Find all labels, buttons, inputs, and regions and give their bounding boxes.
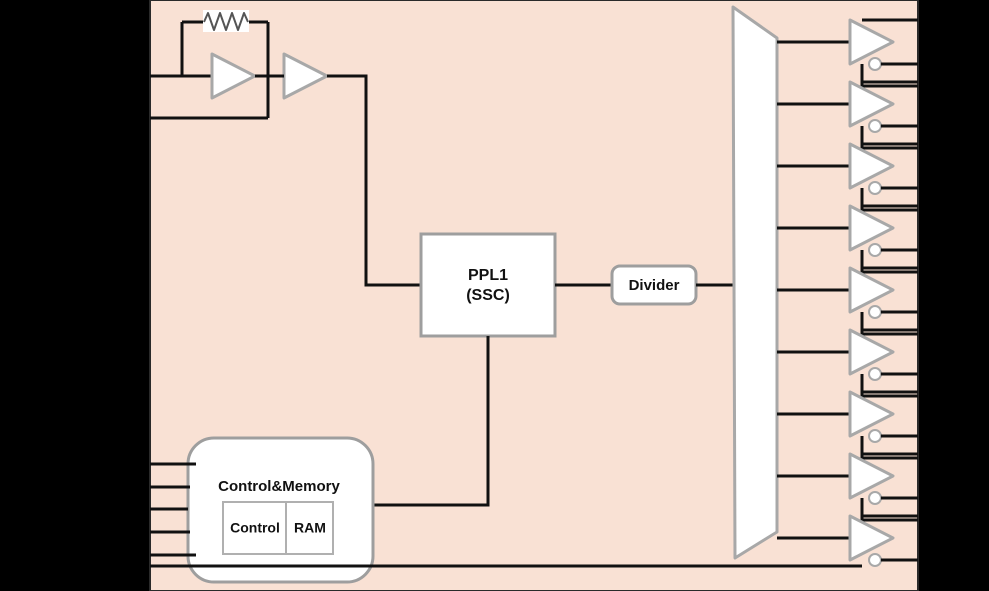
output-buffer-3[interactable]: [777, 142, 918, 212]
buffer-4-inverting-bubble-icon: [868, 243, 882, 257]
output-buffer-7[interactable]: [777, 390, 918, 460]
feedback-network: [180, 20, 270, 118]
buffer-8-return: [860, 498, 918, 522]
buffer-5-inverting-bubble-icon: [868, 305, 882, 319]
control-subblock-label: Control: [230, 520, 280, 536]
pll-block[interactable]: [419, 232, 557, 338]
buffer-6-return: [860, 374, 918, 398]
output-buffer-1[interactable]: [777, 18, 918, 88]
buffer-7-inverting-bubble-icon: [868, 429, 882, 443]
buffer-5-triangle-icon: [848, 266, 895, 314]
output-buffer-4[interactable]: [777, 204, 918, 274]
buffer-1-triangle-icon: [848, 18, 895, 66]
buffer-8-inverting-bubble-icon: [868, 491, 882, 505]
pll-label-line1: PPL1: [468, 267, 508, 284]
buffer-6-inverting-bubble-icon: [868, 367, 882, 381]
buffer-9-triangle-icon: [848, 514, 895, 562]
wire-pll-to-control-memory: [373, 336, 490, 507]
buffer-4-triangle-icon: [848, 204, 895, 252]
output-buffer-group: [777, 18, 918, 567]
resistor-icon: [203, 12, 249, 31]
amplifier-wires: [255, 74, 421, 287]
wire-amp2-to-pll: [327, 74, 421, 287]
input-pins-control: [150, 462, 196, 557]
output-buffer-2[interactable]: [777, 80, 918, 150]
buffer-8-triangle-icon: [848, 452, 895, 500]
output-buffer-9[interactable]: [777, 514, 918, 567]
output-buffer-8[interactable]: [777, 452, 918, 522]
buffer-4-return: [860, 250, 918, 274]
buffer-7-return: [860, 436, 918, 460]
buffer-3-return: [860, 188, 918, 212]
buffer-3-inverting-bubble-icon: [868, 181, 882, 195]
pll-label-line2: (SSC): [466, 287, 510, 304]
control-memory-label: Control&Memory: [218, 478, 340, 495]
divider-label: Divider: [629, 277, 680, 294]
output-buffer-6[interactable]: [777, 328, 918, 398]
buffer-9-inverting-bubble-icon: [868, 553, 882, 567]
output-buffer-5[interactable]: [777, 266, 918, 336]
ram-subblock-label: RAM: [294, 520, 326, 536]
control-subblock[interactable]: [222, 501, 287, 555]
buffer-5-return: [860, 312, 918, 336]
buffer-1-inverting-bubble-icon: [868, 57, 882, 71]
oscillator-amplifier-icon: [210, 52, 257, 100]
buffer-7-triangle-icon: [848, 390, 895, 438]
buffer-6-triangle-icon: [848, 328, 895, 376]
buffer-2-inverting-bubble-icon: [868, 119, 882, 133]
clock-fanout-tree[interactable]: [731, 5, 779, 560]
buffer-1-return: [860, 64, 918, 88]
buffer-2-return: [860, 126, 918, 150]
buffer-3-triangle-icon: [848, 142, 895, 190]
ram-subblock[interactable]: [285, 501, 334, 555]
buffer-2-triangle-icon: [848, 80, 895, 128]
